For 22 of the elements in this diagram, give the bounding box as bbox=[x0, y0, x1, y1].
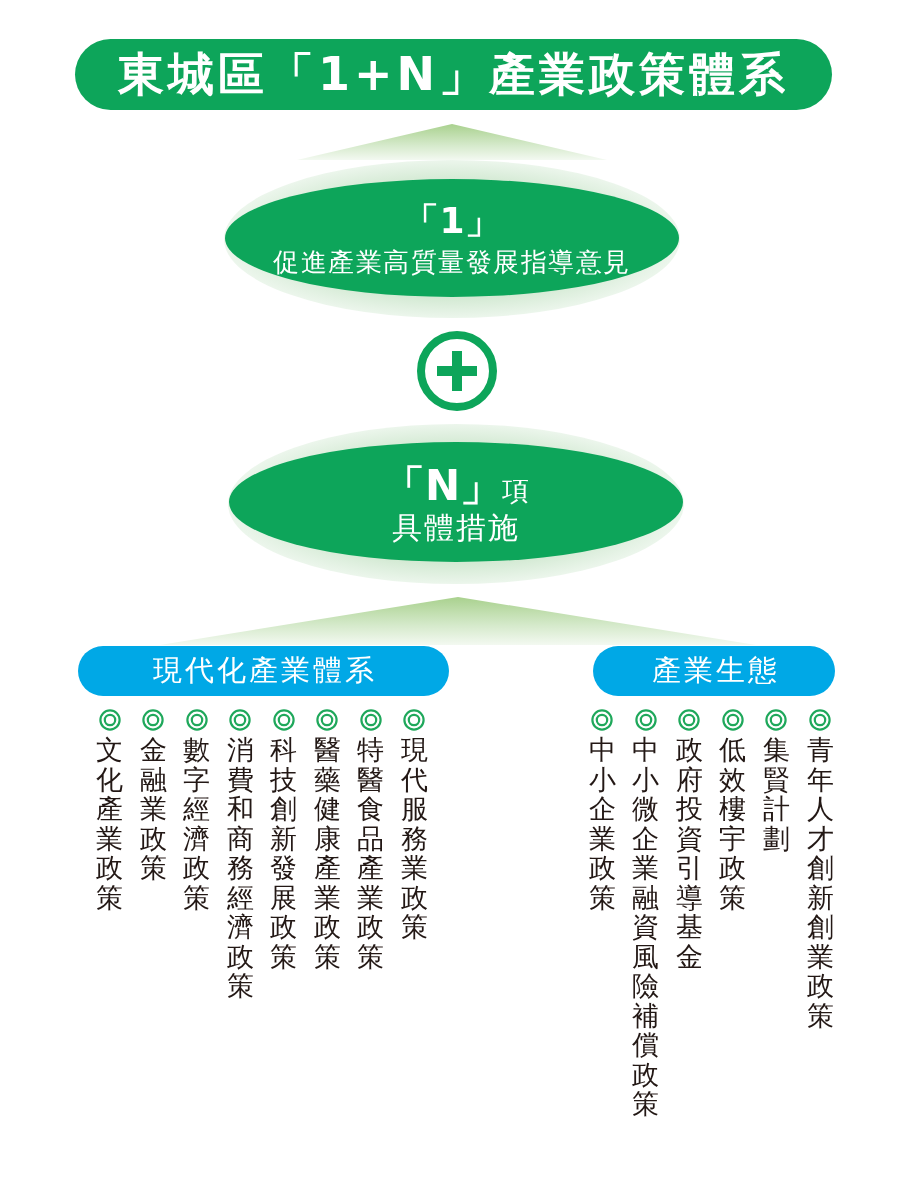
list-item: 政府投資引導基金 bbox=[675, 735, 703, 971]
list-item: 青年人才創新創業政策 bbox=[806, 735, 834, 1030]
list-item: 中小微企業融資風險補償政策 bbox=[632, 735, 660, 1119]
category-bar: 現代化產業體系 bbox=[78, 646, 449, 696]
list-item: 文化產業政策 bbox=[96, 735, 123, 912]
heading-text: 「N」項 bbox=[382, 465, 530, 507]
fan-shape bbox=[160, 597, 756, 645]
list-item: 低效樓宇政策 bbox=[719, 735, 747, 912]
body-text: 具體措施 bbox=[392, 513, 520, 543]
title-banner: 東城區「1+N」產業政策體系 bbox=[75, 39, 832, 110]
heading-text: 「1」 bbox=[403, 203, 501, 239]
category-bar: 產業生態 bbox=[593, 646, 835, 696]
list-item: 消費和商務經濟政策 bbox=[226, 735, 254, 1001]
list-item: 特醫食品產業政策 bbox=[357, 735, 384, 971]
list-item: 數字經濟政策 bbox=[183, 735, 210, 912]
list-item: 集賢計劃 bbox=[762, 735, 790, 853]
body-text: 促進產業高質量發展指導意見 bbox=[273, 249, 631, 275]
list-item: 醫藥健康產業政策 bbox=[313, 735, 341, 971]
list-item: 中小企業政策 bbox=[588, 735, 616, 912]
list-item: 金融業政策 bbox=[139, 735, 167, 883]
list-item: 科技創新發展政策 bbox=[270, 735, 297, 971]
list-item: 現代服務業政策 bbox=[400, 735, 428, 942]
